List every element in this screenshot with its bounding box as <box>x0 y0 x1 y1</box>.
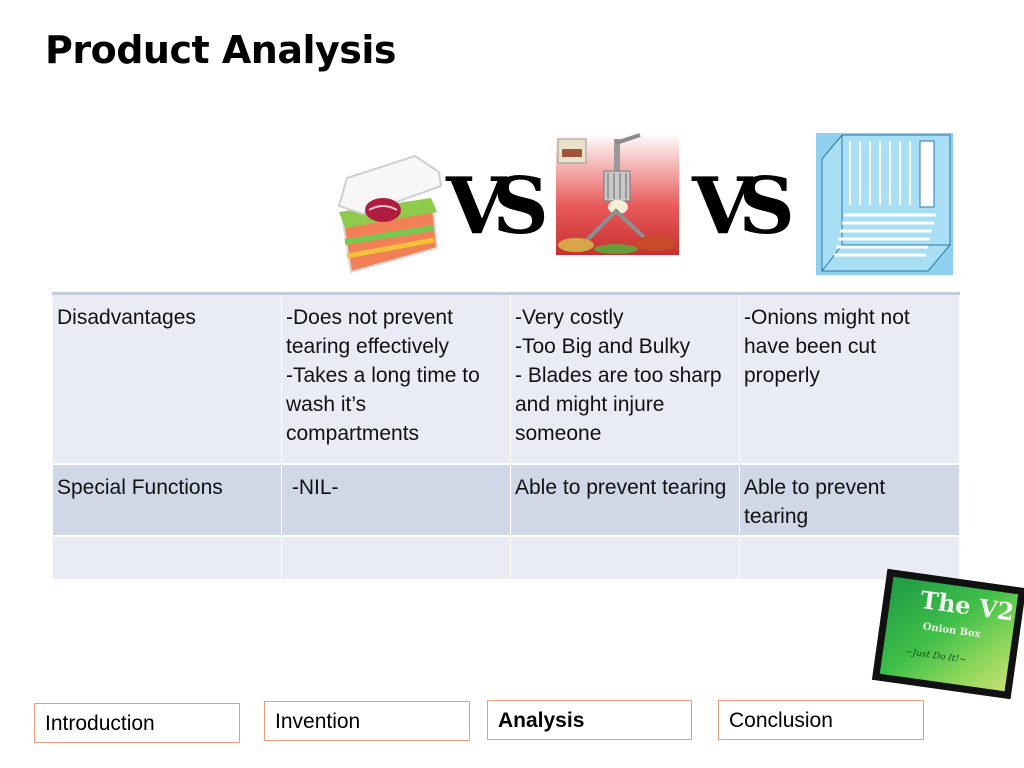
nav-conclusion-button[interactable]: Conclusion <box>718 700 924 740</box>
vs-label-2: VS <box>692 161 795 252</box>
nav-invention-button[interactable]: Invention <box>264 701 470 741</box>
vegetable-chopper-image <box>337 154 443 274</box>
nav-analysis-button[interactable]: Analysis <box>487 700 692 740</box>
table-cell: -Very costly -Too Big and Bulky - Blades… <box>510 293 740 465</box>
table-cell: -Does not prevent tearing effectively -T… <box>281 293 511 465</box>
slide-title: Product Analysis <box>45 28 397 72</box>
logo-tagline: ~Just Do It!~ <box>904 647 968 666</box>
vs-label-1: VS <box>446 161 549 252</box>
table-cell <box>52 536 282 581</box>
logo-title: The V2 <box>918 584 1016 627</box>
table-row-disadvantages: Disadvantages -Does not prevent tearing … <box>52 293 960 465</box>
table-row-special-functions: Special Functions -NIL- Able to prevent … <box>52 464 960 537</box>
table-cell: Able to prevent tearing <box>510 464 740 537</box>
onion-box-model-image <box>816 133 953 275</box>
table-cell: Able to prevent tearing <box>739 464 960 537</box>
table-cell <box>739 536 960 581</box>
logo-subtitle: Onion Box <box>921 621 982 641</box>
row-label-disadvantages: Disadvantages <box>52 293 282 465</box>
row-label-special-functions: Special Functions <box>52 464 282 537</box>
v2-onion-box-logo: The V2 Onion Box ~Just Do It!~ <box>871 568 1024 700</box>
table-cell: -NIL- <box>281 464 511 537</box>
comparison-table: Disadvantages -Does not prevent tearing … <box>52 292 960 581</box>
table-cell <box>281 536 511 581</box>
industrial-slicer-image <box>556 133 679 255</box>
table-cell: -Onions might not have been cut properly <box>739 293 960 465</box>
nav-introduction-button[interactable]: Introduction <box>34 703 240 743</box>
table-cell <box>510 536 740 581</box>
table-row-empty <box>52 536 960 581</box>
